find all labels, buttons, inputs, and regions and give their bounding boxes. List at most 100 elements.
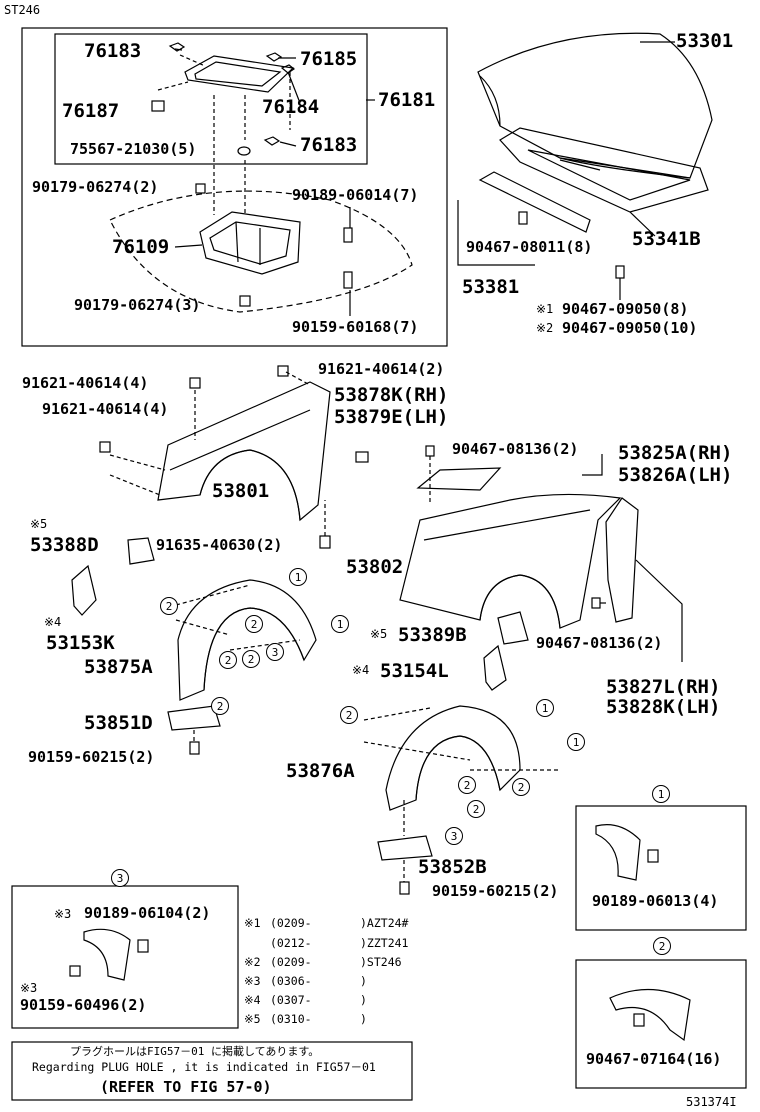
note-mark-5b: ※5 [370, 627, 388, 641]
clip-76185-shape [265, 52, 283, 62]
part-90159-a-label: 90159-60168(7) [292, 318, 419, 336]
clip-90467e-shape [591, 597, 601, 609]
part-53153-label: 53153K [46, 632, 115, 654]
ref-circle: 2 [467, 800, 485, 818]
note-3-mark: ※3 [244, 974, 261, 988]
part-53341-label: 53341B [632, 228, 701, 250]
part-76181-label: 76181 [378, 89, 436, 111]
ref-circle: 2 [211, 697, 229, 715]
seal-53154-shape [483, 644, 507, 691]
part-90467-c-label: 90467-09050(10) [562, 319, 698, 337]
note-4-model: ) [360, 993, 367, 1007]
part-90467-b-label: 90467-09050(8) [562, 300, 689, 318]
part-76183-label: 76183 [84, 40, 142, 62]
part-90189-c-label: 90189-06104(2) [84, 904, 211, 922]
note-5-range: (0310- [270, 1012, 312, 1026]
plug-note-frame [11, 1041, 413, 1101]
part-91621-c-label: 91621-40614(4) [42, 400, 169, 418]
bolt-90159c-shape [399, 881, 410, 895]
note-3-range: (0306- [270, 974, 312, 988]
note-mark-2: ※2 [536, 321, 554, 335]
inset-1-frame [575, 805, 747, 931]
bolt-90159a-shape [343, 271, 353, 289]
note-mark-3b: ※3 [20, 981, 38, 995]
part-90189-a-label: 90189-06014(7) [292, 186, 419, 204]
note-2-mark: ※2 [244, 955, 261, 969]
part-53388-label: 53388D [30, 534, 99, 556]
part-53389-label: 53389B [398, 624, 467, 646]
bolt-91635-shape [319, 535, 331, 549]
ref-circle: 3 [266, 643, 284, 661]
note-5-mark: ※5 [244, 1012, 261, 1026]
part-53876-label: 53876A [286, 760, 355, 782]
clip-90467d-shape [425, 445, 435, 457]
ref-circle: 1 [331, 615, 349, 633]
part-90467-d-label: 90467-08136(2) [452, 440, 579, 458]
hood-scoop-part [184, 55, 295, 93]
hood-seal-part [478, 171, 591, 233]
note-4-mark: ※4 [244, 993, 261, 1007]
fender-liner-front-part [177, 579, 317, 701]
part-90467-e-label: 90467-08136(2) [536, 634, 663, 652]
note-mark-5a: ※5 [30, 517, 48, 531]
inset-3-frame [11, 885, 239, 1029]
clip-76187-shape [151, 100, 165, 112]
part-90189-b-label: 90189-06013(4) [592, 892, 719, 910]
bracket-53388-shape [127, 537, 155, 565]
part-90467-a-label: 90467-08011(8) [466, 238, 593, 256]
note-1-mark: ※1 [244, 916, 261, 930]
fender-liner-rear-part [385, 705, 521, 811]
note-1-range: (0209- [270, 916, 312, 930]
ref-circle: 2 [512, 778, 530, 796]
part-53801-label: 53801 [212, 480, 270, 502]
ref-circle: 1 [652, 785, 670, 803]
note-2-model: )ST246 [360, 955, 402, 969]
part-90179-b-label: 90179-06274(3) [74, 296, 201, 314]
figure-number-label: 531374I [686, 1095, 737, 1109]
part-53851-label: 53851D [84, 712, 153, 734]
bolt-90189a-shape [343, 227, 353, 243]
part-53852-label: 53852B [418, 856, 487, 878]
fender-bracket-part [416, 467, 502, 491]
part-90159-d-label: 90159-60496(2) [20, 996, 147, 1014]
part-53301-label: 53301 [676, 30, 734, 52]
inset-2-frame [575, 959, 747, 1089]
figure-code-label: ST246 [4, 3, 41, 17]
bolt-91621c-shape [99, 441, 111, 453]
part-91621-b-label: 91621-40614(4) [22, 374, 149, 392]
fender-lh-part [157, 381, 331, 522]
part-91621-a-label: 91621-40614(2) [318, 360, 445, 378]
hood-inner-panel-part [499, 127, 709, 213]
part-76184-label: 76184 [262, 96, 320, 118]
note-3-model: ) [360, 974, 367, 988]
part-90179-a-label: 90179-06274(2) [32, 178, 159, 196]
note-mark-1: ※1 [536, 302, 554, 316]
note-mark-4b: ※4 [352, 663, 370, 677]
hood-panel-part [477, 32, 713, 179]
nut-90179a-shape [195, 183, 206, 194]
part-53879-label: 53879E(LH) [334, 406, 449, 428]
fender-liner-seal-part [605, 497, 639, 623]
air-duct-part [199, 211, 301, 275]
ref-circle: 2 [340, 706, 358, 724]
clip-90467a-shape [518, 211, 528, 225]
part-53825-label: 53825A(RH) [618, 442, 733, 464]
part-76185-label: 76185 [300, 48, 358, 70]
bolt-91621b-shape [189, 377, 201, 389]
part-53381-label: 53381 [462, 276, 520, 298]
clip-90467b-shape [615, 265, 625, 279]
ref-circle: 3 [445, 827, 463, 845]
part-75567-label: 75567-21030(5) [70, 140, 197, 158]
clip-76184-shape [280, 64, 296, 74]
part-53875-label: 53875A [84, 656, 153, 678]
note-5-model: ) [360, 1012, 367, 1026]
clip-76183-shape [168, 42, 186, 52]
note-mark-4a: ※4 [44, 615, 62, 629]
note-mark-3a: ※3 [54, 907, 72, 921]
nut-90179b-shape [239, 295, 251, 307]
plug-note-english: Regarding PLUG HOLE , it is indicated in… [32, 1060, 376, 1074]
part-91635-label: 91635-40630(2) [156, 536, 283, 554]
bracket-53389-shape [497, 611, 529, 645]
ref-circle: 3 [111, 869, 129, 887]
